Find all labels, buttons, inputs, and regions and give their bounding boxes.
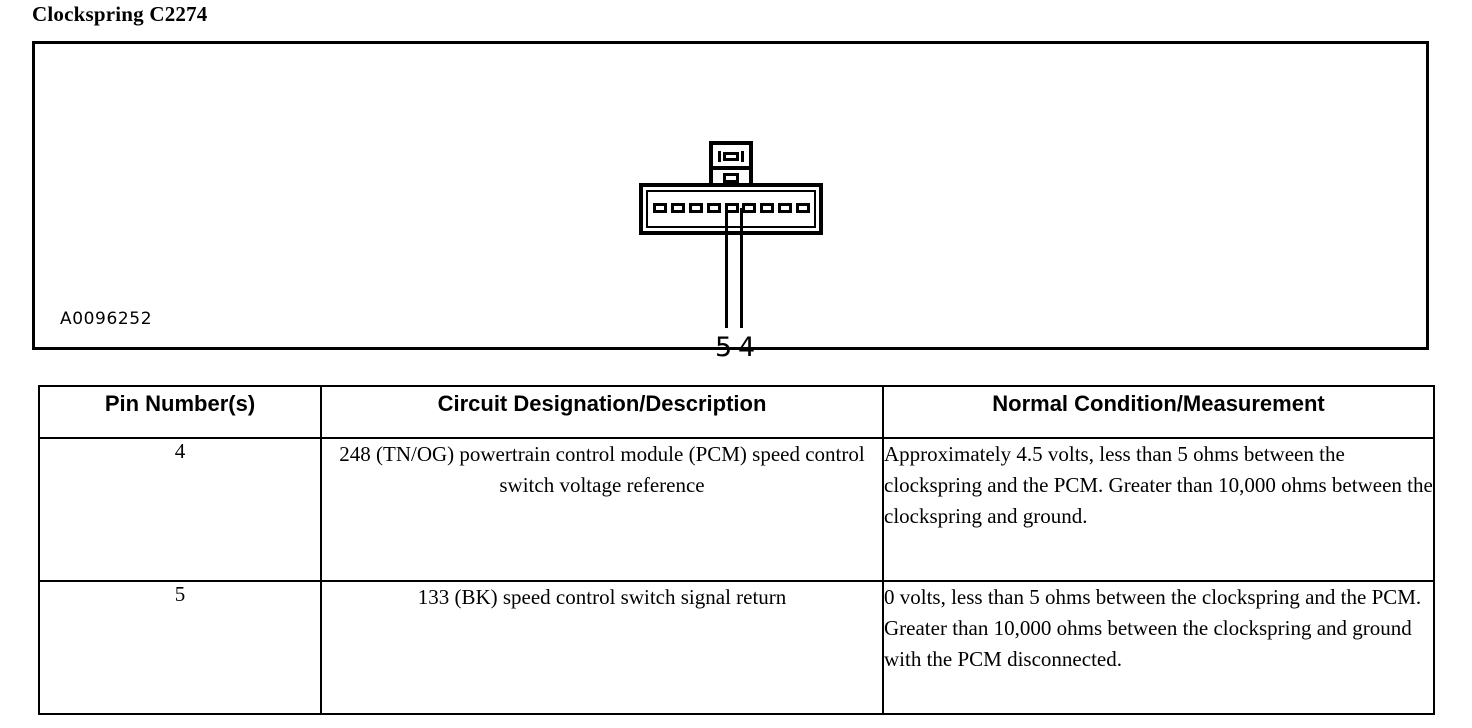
connector-cavity (706, 203, 721, 213)
connector-cavity (778, 203, 793, 213)
cell-circuit-description: 248 (TN/OG) powertrain control module (P… (320, 437, 884, 582)
cell-normal-condition: Approximately 4.5 volts, less than 5 ohm… (882, 437, 1435, 582)
table-row: 4 248 (TN/OG) powertrain control module … (38, 437, 1435, 582)
connector-latch-slot-upper (723, 152, 739, 161)
callout-label-pin-5: 5 (715, 332, 733, 363)
cell-normal-condition: 0 volts, less than 5 ohms between the cl… (882, 580, 1435, 715)
cell-pin-number: 4 (38, 437, 322, 582)
column-header-normal-condition: Normal Condition/Measurement (882, 385, 1435, 439)
cell-circuit-description: 133 (BK) speed control switch signal ret… (320, 580, 884, 715)
diagram-reference-code: A0096252 (60, 309, 153, 329)
connector-cavity (796, 203, 810, 213)
connector-diagram-frame: 5 4 A0096252 (32, 41, 1429, 363)
callout-leader-line-pin-4 (740, 208, 743, 328)
table-row: 5 133 (BK) speed control switch signal r… (38, 580, 1435, 715)
callout-leader-line-pin-5 (725, 208, 728, 328)
cell-pin-number: 5 (38, 580, 322, 715)
clockspring-connector-illustration: 5 4 (639, 141, 829, 363)
column-header-pin-number: Pin Number(s) (38, 385, 322, 439)
page-title: Clockspring C2274 (32, 2, 208, 26)
connector-latch-divider (709, 166, 753, 170)
connector-cavity (760, 203, 775, 213)
connector-latch-bar-right (741, 151, 744, 162)
table-header-row: Pin Number(s) Circuit Designation/Descri… (38, 385, 1435, 439)
column-header-circuit-designation: Circuit Designation/Description (320, 385, 884, 439)
connector-cavity-row (653, 203, 810, 213)
connector-latch-slot-lower (723, 173, 739, 183)
pin-description-table: Pin Number(s) Circuit Designation/Descri… (38, 385, 1435, 715)
connector-cavity (670, 203, 685, 213)
connector-cavity (688, 203, 703, 213)
callout-label-pin-4: 4 (738, 332, 756, 363)
connector-latch-bar-left (718, 151, 721, 162)
connector-cavity (653, 203, 667, 213)
connector-cavity (742, 203, 757, 213)
